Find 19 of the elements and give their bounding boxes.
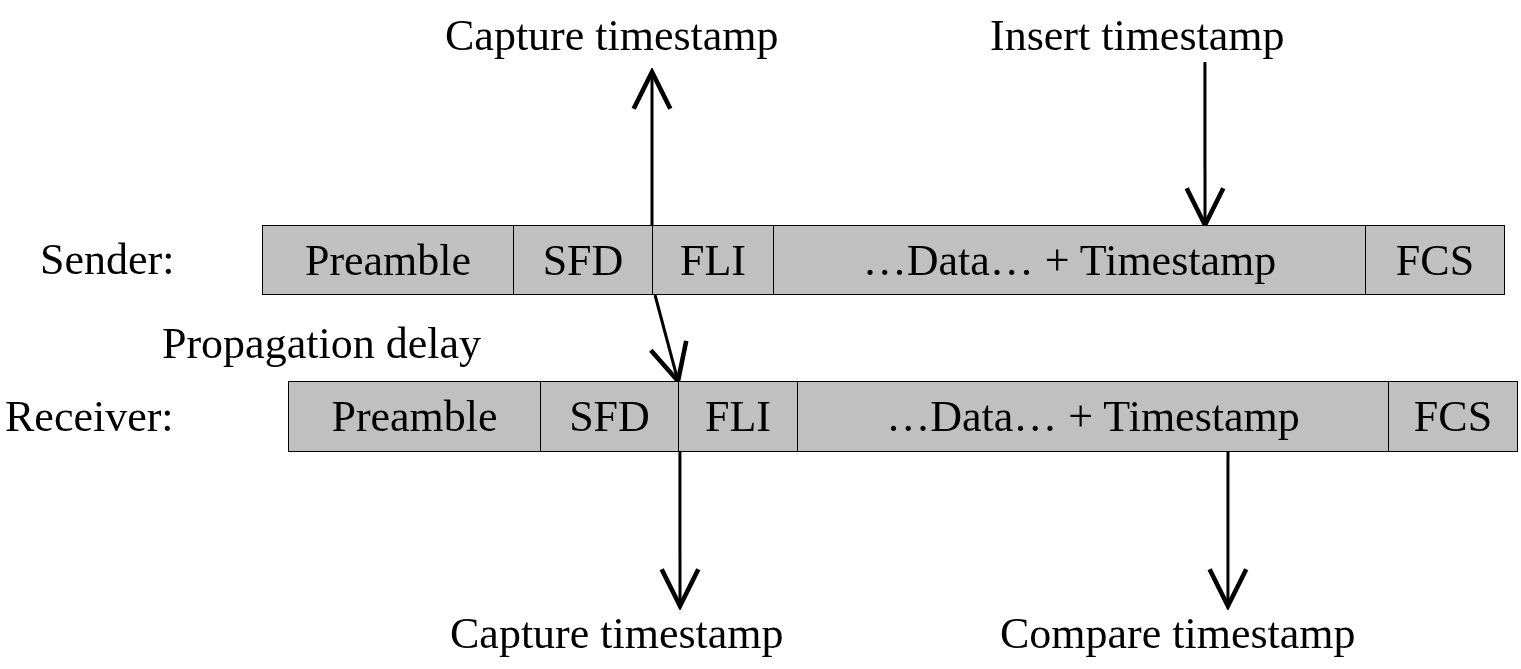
event-label: Capture timestamp — [445, 14, 779, 58]
arrow — [1207, 452, 1249, 609]
frame-field: SFD — [513, 225, 653, 295]
frame-field: FCS — [1365, 225, 1505, 295]
frame-field: Preamble — [288, 381, 541, 452]
event-label: Insert timestamp — [990, 14, 1285, 58]
event-label: Capture timestamp — [450, 612, 784, 656]
frame-field: …Data… + Timestamp — [773, 225, 1366, 295]
frame-field: FLI — [678, 381, 798, 452]
frame-field: FCS — [1388, 381, 1518, 452]
frame-field: …Data… + Timestamp — [797, 381, 1389, 452]
frame-field: Preamble — [262, 225, 514, 295]
arrow — [631, 69, 673, 225]
row-label: Receiver: — [5, 395, 174, 439]
frame-field: FLI — [652, 225, 774, 295]
event-label: Compare timestamp — [1000, 612, 1356, 656]
arrow — [659, 452, 701, 609]
row-label: Sender: — [40, 238, 175, 282]
frame-field: SFD — [540, 381, 679, 452]
